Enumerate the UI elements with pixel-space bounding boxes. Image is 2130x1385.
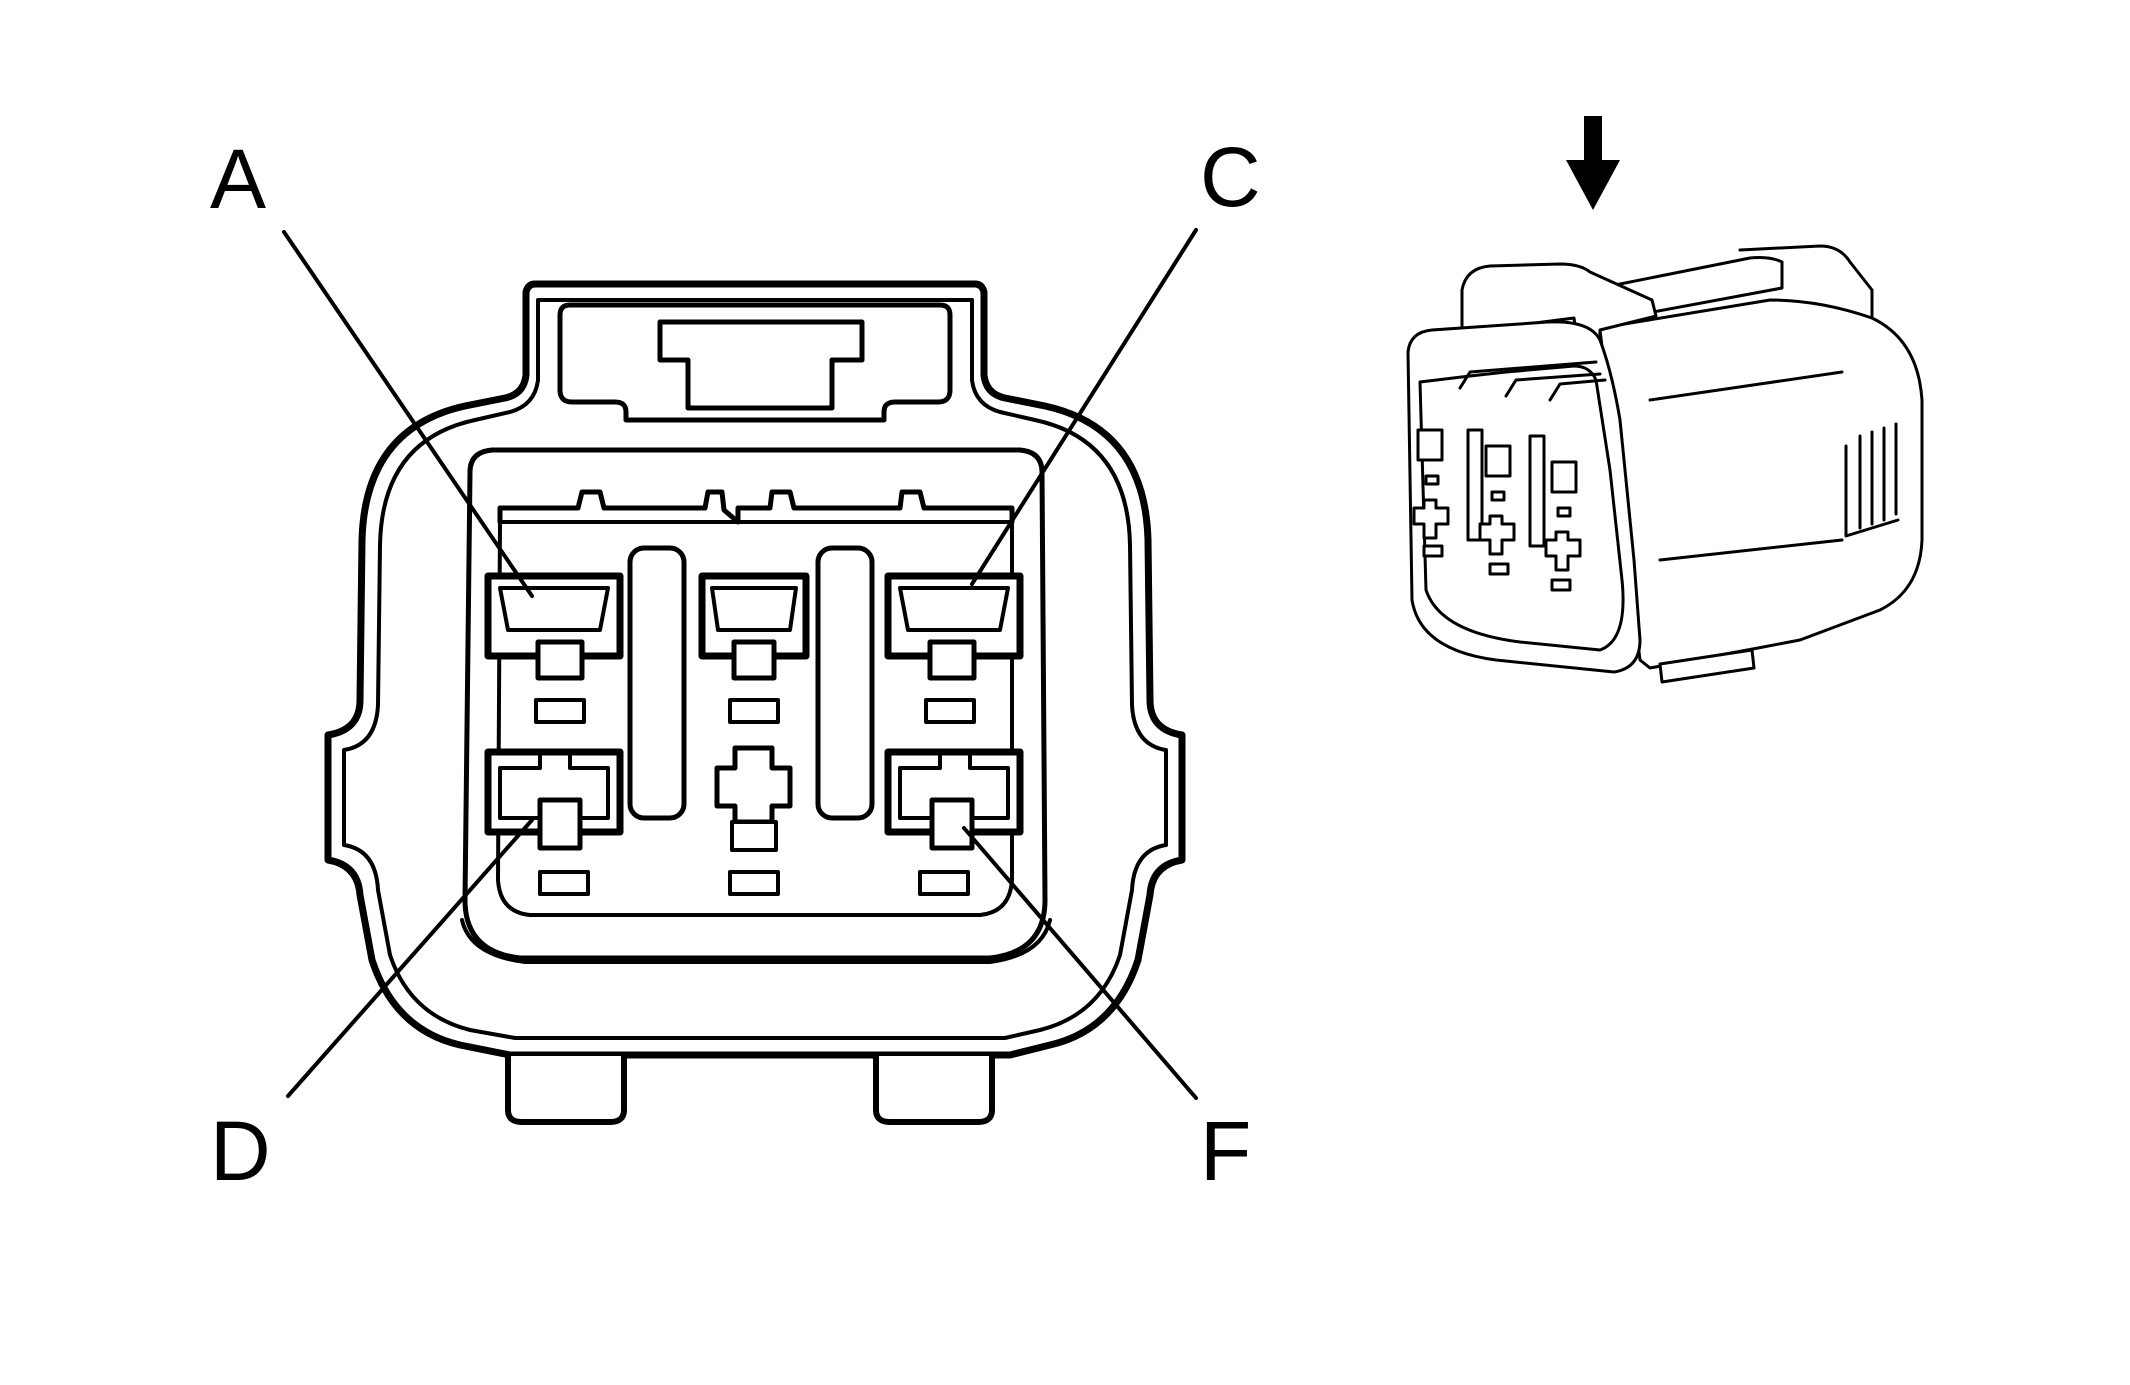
leader-line-c [970,228,1198,586]
down-arrow-icon [1566,116,1620,210]
leader-line-d [286,818,534,1098]
terminal-e [714,745,793,896]
terminal-d [484,748,624,896]
lock-tab-slot [657,319,865,411]
terminal-cavity-inner [496,520,1014,917]
terminal-a [484,572,624,724]
cavity-bottom-lip [460,918,1052,964]
mating-face-inner [1418,364,1625,652]
terminal-b [698,572,810,724]
lock-tab-frame [557,302,953,423]
callout-f: F [1200,1104,1251,1198]
terminal-cavity-outline [462,447,1048,961]
callout-a: A [210,132,266,226]
separator-bar-left [627,545,687,821]
terminal-f [884,748,1024,896]
separator-bar-right [815,545,875,821]
connector-front-view: A C D F [210,130,1261,1198]
body-top-rail [1738,244,1874,320]
callout-c: C [1200,130,1261,224]
leader-line-a [282,230,534,598]
housing-foot-left [505,1053,627,1125]
mating-face [1406,320,1642,674]
connector-perspective-view [1406,244,1924,684]
pin-ridge [497,489,1015,525]
leader-line-f [962,826,1198,1100]
callout-d: D [210,1104,271,1198]
terminal-c [884,572,1024,724]
body-side [1598,298,1924,670]
housing-foot-right [873,1053,995,1125]
housing-inner-outline [342,298,1168,1040]
